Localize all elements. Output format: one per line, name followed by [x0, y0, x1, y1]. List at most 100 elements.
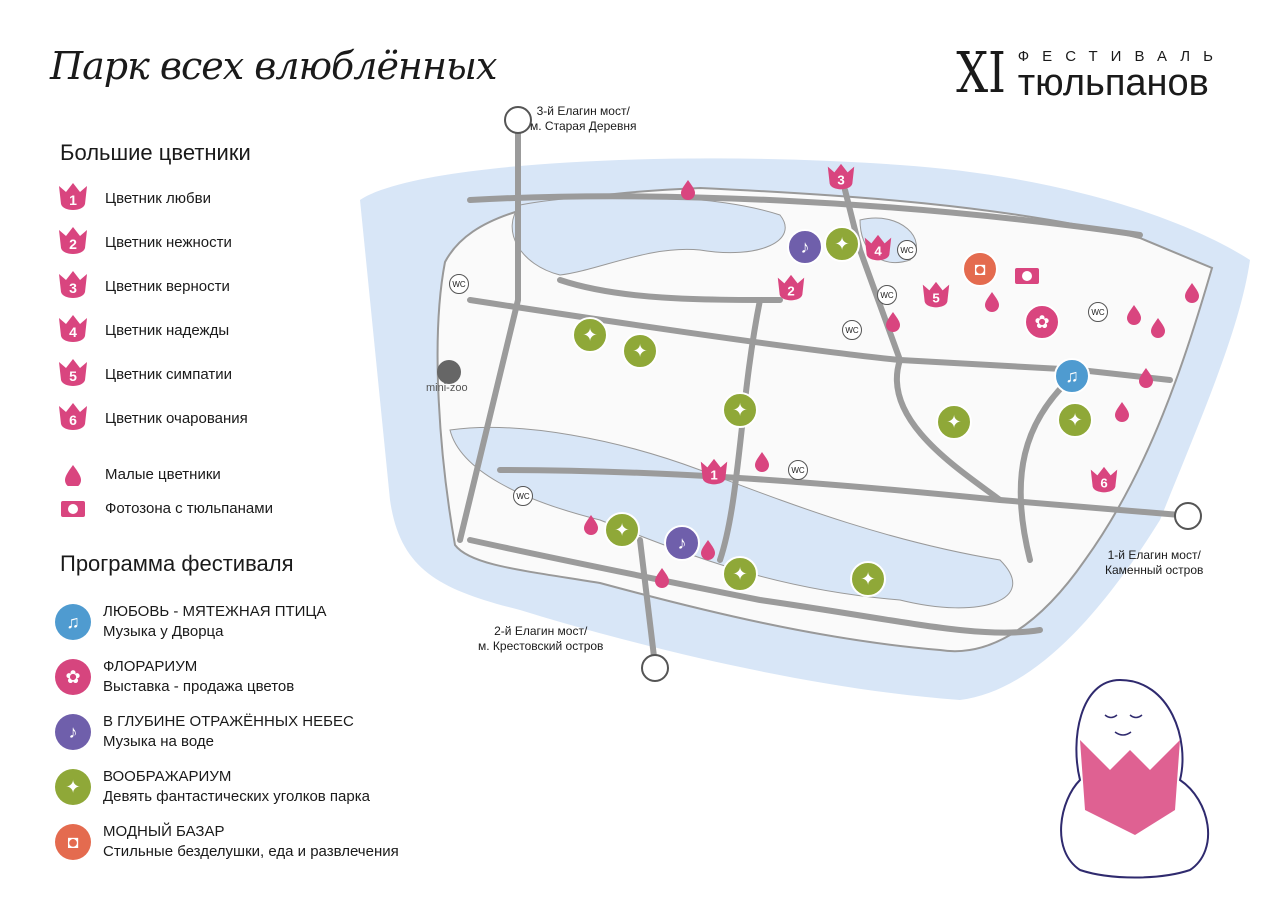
svg-text:5: 5 [69, 368, 77, 384]
legend-label: Цветник любви [105, 189, 211, 207]
festival-logo: XI ФЕСТИВАЛЬ тюльпанов [950, 46, 1226, 102]
bridge3-label: 3-й Елагин мост/м. Старая Деревня [530, 104, 636, 134]
program-title: ФЛОРАРИУМ [103, 658, 198, 675]
program-subtitle: Выставка - продажа цветов [103, 678, 295, 695]
wc-icon: WC [1088, 302, 1108, 322]
program-subtitle: Музыка у Дворца [103, 623, 224, 640]
legend-label: Фотозона с тюльпанами [105, 499, 273, 517]
lyre-icon: ♫ [55, 604, 91, 640]
legend-photozone: Фотозона с тюльпанами [55, 496, 273, 520]
legend-garden-4: 4 Цветник надежды [55, 312, 229, 348]
map-garden-4[interactable]: 4 [861, 232, 895, 271]
program-title: В ГЛУБИНЕ ОТРАЖЁННЫХ НЕБЕС [103, 713, 354, 730]
svg-text:3: 3 [837, 173, 844, 188]
label-line: м. Старая Деревня [530, 119, 637, 133]
bridge1-circle [1174, 502, 1202, 530]
label-line: 1-й Елагин мост/ [1107, 548, 1201, 562]
tulip-icon: 1 [55, 180, 91, 216]
label-line: 2-й Елагин мост/ [494, 624, 588, 638]
map-imaginarium-marker[interactable]: ✦ [722, 392, 758, 428]
svg-text:6: 6 [69, 412, 77, 428]
map-garden-1[interactable]: 1 [697, 456, 731, 495]
legend-label: Цветник нежности [105, 233, 232, 251]
program-item: ✦ ВООБРАЖАРИУМ Девять фантастических уголк… [55, 767, 370, 807]
program-title: ЛЮБОВЬ - МЯТЕЖНАЯ ПТИЦА [103, 603, 327, 620]
svg-text:4: 4 [69, 324, 77, 340]
bridge2-circle [641, 654, 669, 682]
wc-icon: WC [877, 285, 897, 305]
svg-text:2: 2 [787, 284, 794, 299]
bridge1-label: 1-й Елагин мост/Каменный остров [1105, 548, 1203, 578]
map-imaginarium-marker[interactable]: ✦ [572, 317, 608, 353]
wc-icon: WC [449, 274, 469, 294]
bridge-markers [504, 106, 1202, 682]
program-heading: Программа фестиваля [60, 551, 294, 576]
svg-text:3: 3 [69, 280, 77, 296]
map-palace-music-marker[interactable]: ♫ [1054, 358, 1090, 394]
map-garden-2[interactable]: 2 [774, 272, 808, 311]
sparkle-icon: ✦ [55, 769, 91, 805]
bag-icon: ◘ [55, 824, 91, 860]
bridge3-circle [504, 106, 532, 134]
small-garden-drops [584, 180, 1199, 588]
program-title: ВООБРАЖАРИУМ [103, 768, 232, 785]
map-florarium-marker[interactable]: ✿ [1024, 304, 1060, 340]
map-imaginarium-marker[interactable]: ✦ [936, 404, 972, 440]
program-title: МОДНЫЙ БАЗАР [103, 823, 225, 840]
camera-icon [61, 501, 85, 517]
logo-line2: тюльпанов [1017, 61, 1209, 104]
tulip-icon: 5 [55, 356, 91, 392]
legend-label: Малые цветники [105, 465, 221, 483]
svg-text:1: 1 [710, 468, 717, 483]
legend-label: Цветник симпатии [105, 365, 232, 383]
label-line: м. Крестовский остров [478, 639, 604, 653]
drop-icon [65, 465, 81, 486]
program-subtitle: Девять фантастических уголков парка [103, 788, 370, 805]
map-imaginarium-marker[interactable]: ✦ [604, 512, 640, 548]
bridge2-label: 2-й Елагин мост/м. Крестовский остров [478, 624, 603, 654]
legend-garden-3: 3 Цветник верности [55, 268, 230, 304]
map-imaginarium-marker[interactable]: ✦ [824, 226, 860, 262]
tulip-icon: 6 [55, 400, 91, 436]
legend-garden-1: 1 Цветник любви [55, 180, 211, 216]
map-garden-5[interactable]: 5 [919, 279, 953, 318]
legend-garden-5: 5 Цветник симпатии [55, 356, 232, 392]
tulip-flower-icon: ✿ [55, 659, 91, 695]
wc-icon: WC [788, 460, 808, 480]
map-imaginarium-marker[interactable]: ✦ [1057, 402, 1093, 438]
program-subtitle: Музыка на воде [103, 733, 214, 750]
wc-icon: WC [842, 320, 862, 340]
program-subtitle: Стильные безделушки, еда и развлечения [103, 843, 399, 860]
legend-garden-6: 6 Цветник очарования [55, 400, 248, 436]
wc-icon: WC [513, 486, 533, 506]
legend-label: Цветник надежды [105, 321, 230, 339]
map-imaginarium-marker[interactable]: ✦ [622, 333, 658, 369]
map-bazaar-marker[interactable]: ◘ [962, 251, 998, 287]
legend-garden-2: 2 Цветник нежности [55, 224, 232, 260]
legend-label: Цветник очарования [105, 409, 248, 427]
legend-small-gardens: Малые цветники [55, 462, 221, 486]
minizoo-label: mini-zoo [426, 382, 468, 394]
map-music-water-marker[interactable]: ♪ [664, 525, 700, 561]
program-item: ✿ ФЛОРАРИУМ Выставка - продажа цветов [55, 657, 294, 697]
svg-text:2: 2 [69, 236, 77, 252]
mascot-illustration [1060, 678, 1210, 879]
paw-icon [437, 360, 461, 384]
map-music-water-marker[interactable]: ♪ [787, 229, 823, 265]
map-garden-6[interactable]: 6 [1087, 464, 1121, 503]
legend-label: Цветник верности [105, 277, 230, 295]
label-line: Каменный остров [1105, 563, 1204, 577]
wc-icon: WC [897, 240, 917, 260]
map-imaginarium-marker[interactable]: ✦ [722, 556, 758, 592]
tulip-icon: 3 [55, 268, 91, 304]
park-title: Парк всех влюблённых [50, 44, 497, 88]
svg-text:1: 1 [69, 192, 77, 208]
map-imaginarium-marker[interactable]: ✦ [850, 561, 886, 597]
program-item: ◘ МОДНЫЙ БАЗАР Стильные безделушки, еда и … [55, 822, 399, 862]
map-photozone-marker[interactable] [1014, 265, 1040, 290]
logo-numeral: XI [955, 41, 1006, 106]
svg-text:4: 4 [874, 244, 882, 259]
map-garden-3[interactable]: 3 [824, 161, 858, 200]
